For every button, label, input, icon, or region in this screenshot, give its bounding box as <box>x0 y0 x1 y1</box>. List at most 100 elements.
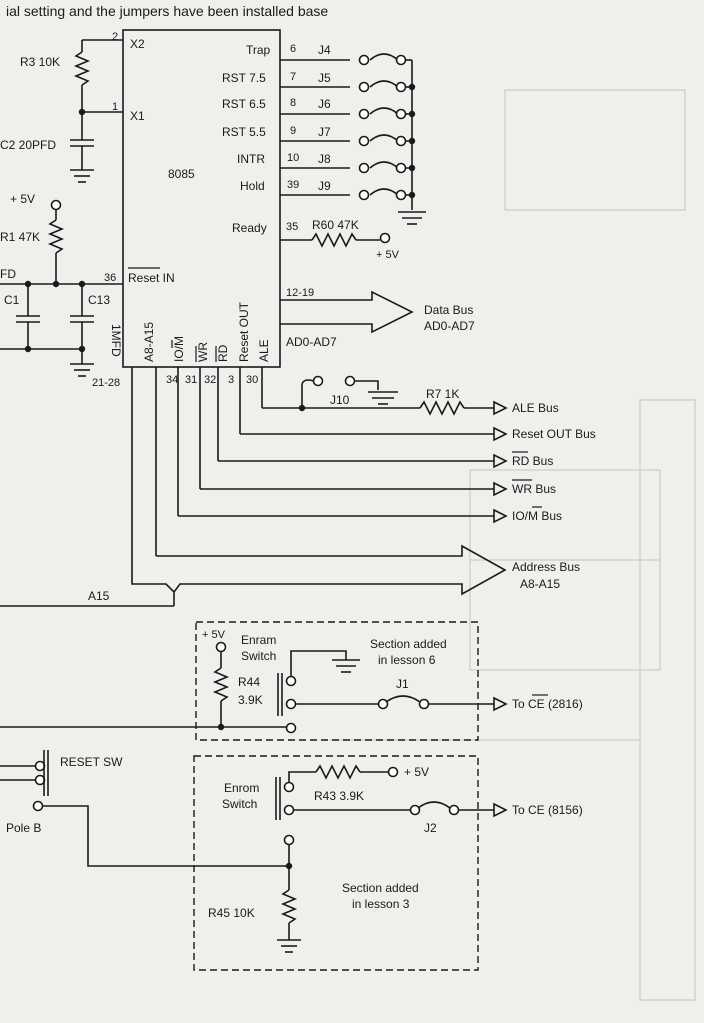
pin-wr: 31 <box>185 374 197 386</box>
rd-label: RD <box>216 344 230 362</box>
c1-label: C1 <box>4 293 20 307</box>
x2-label: X2 <box>130 37 145 51</box>
reset-circuit: + 5V R1 47K FD C1 C13 1MFD <box>0 192 123 377</box>
pin-addr: 21-28 <box>92 377 120 389</box>
c13-label: C13 <box>88 293 110 307</box>
resistor-icon <box>212 667 230 702</box>
enram-switch-label-2: Switch <box>241 649 276 663</box>
ground-icon <box>368 391 398 405</box>
reset-out-label: Reset OUT <box>237 301 251 362</box>
enrom-switch-label-1: Enrom <box>224 781 259 795</box>
r3-label: R3 10K <box>20 55 60 69</box>
data-bus-sub: AD0-AD7 <box>424 319 475 333</box>
resistor-icon <box>315 764 361 780</box>
r60-5v-label: + 5V <box>376 249 400 261</box>
int-rst65-label: RST 6.5 <box>222 97 266 111</box>
pin-reset-in: 36 <box>104 272 116 284</box>
cpu-8085: 8085 X2 X1 Reset IN Ready A8-A15 IO/M WR… <box>92 29 337 389</box>
int-hold-label: Hold <box>240 179 265 193</box>
int-rst55-pin: 9 <box>290 125 296 137</box>
enrom-switch-label-2: Switch <box>222 797 257 811</box>
pin-iom: 34 <box>166 374 178 386</box>
lesson3-label-1: Section added <box>342 881 419 895</box>
resistor-icon <box>419 400 465 416</box>
reset-out-bus-label: Reset OUT Bus <box>512 427 596 441</box>
ground-icon <box>277 939 301 953</box>
pin-reset-out: 3 <box>228 374 234 386</box>
reset-switch[interactable]: RESET SW Pole B <box>0 750 288 867</box>
r44-value: 3.9K <box>238 693 263 707</box>
x1-label: X1 <box>130 109 145 123</box>
mfd-label: 1MFD <box>109 324 123 357</box>
iom-bus-label: IO/M Bus <box>512 509 562 523</box>
j1-label: J1 <box>396 677 409 691</box>
jumper-j4-label: J4 <box>318 43 331 57</box>
r7-label: R7 1K <box>426 387 459 401</box>
to-ce-2816-label: To CE (2816) <box>512 697 583 711</box>
wr-bus-label: WR Bus <box>512 482 556 496</box>
int-rst75-pin: 7 <box>290 71 296 83</box>
r60-label: R60 47K <box>312 218 359 232</box>
ready-pullup: R60 47K + 5V <box>280 218 400 261</box>
int-intr-pin: 10 <box>287 152 299 164</box>
iom-label: IO/M <box>172 336 186 362</box>
rd-bus-label: RD Bus <box>512 454 553 468</box>
clock-circuit: R3 10K C2 20PFD <box>0 39 123 183</box>
c2-label: C2 20PFD <box>0 138 56 152</box>
background-bleed-through <box>330 89 696 1001</box>
ready-label: Ready <box>232 221 267 235</box>
data-bus-label: Data Bus <box>424 303 473 317</box>
pole-b-label: Pole B <box>6 821 41 835</box>
int-trap-label: Trap <box>246 43 271 57</box>
plus5v-label: + 5V <box>10 192 35 206</box>
control-buses: J10 R7 1K ALE Bus Reset OUT Bus RD Bus W… <box>177 367 596 524</box>
jumper-j8-label: J8 <box>318 152 331 166</box>
jumper-j6-label: J6 <box>318 97 331 111</box>
r44-label: R44 <box>238 675 260 689</box>
enram-5v-label: + 5V <box>202 629 226 641</box>
r45-label: R45 10K <box>208 906 255 920</box>
ground-icon <box>70 363 94 377</box>
lesson3-label-2: in lesson 3 <box>352 897 410 911</box>
fd-label: FD <box>0 267 16 281</box>
wr-label: WR <box>196 342 210 362</box>
data-bus-arrow: Data Bus AD0-AD7 <box>280 290 475 334</box>
reset-in-label: Reset IN <box>128 271 175 285</box>
r43-5v-label: + 5V <box>404 765 429 779</box>
reset-sw-label: RESET SW <box>60 755 123 769</box>
pin-data: 12-19 <box>286 287 314 299</box>
int-rst65-pin: 8 <box>290 97 296 109</box>
address-bus: A15 Address Bus A8-A15 <box>0 367 580 607</box>
ad-label: AD0-AD7 <box>286 335 337 349</box>
r1-label: R1 47K <box>0 230 40 244</box>
int-rst75-label: RST 7.5 <box>222 71 266 85</box>
section-lesson3: Enrom Switch + 5V R43 3.9K J2 To CE (815… <box>193 755 583 971</box>
lesson6-label-2: in lesson 6 <box>378 653 436 667</box>
address-bus-sub: A8-A15 <box>520 577 560 591</box>
resistor-icon <box>280 889 298 924</box>
resistor-icon <box>47 219 65 254</box>
enram-switch-label-1: Enram <box>241 633 276 647</box>
addr-label: A8-A15 <box>142 322 156 362</box>
ground-icon <box>398 211 426 225</box>
lesson6-label-1: Section added <box>370 637 447 651</box>
ground-icon <box>70 169 94 183</box>
int-intr-label: INTR <box>237 152 265 166</box>
a15-label: A15 <box>88 589 110 603</box>
top-cropped-text: ial setting and the jumpers have been in… <box>6 3 328 19</box>
r43-label: R43 3.9K <box>314 789 364 803</box>
pin-ale: 30 <box>246 374 258 386</box>
pin-rd: 32 <box>204 374 216 386</box>
ground-icon <box>332 659 360 673</box>
interrupt-jumpers: Trap 6 J4 RST 7.5 7 J5 RST 6.5 8 J6 RST … <box>222 43 426 225</box>
int-trap-pin: 6 <box>290 43 296 55</box>
section-lesson6: + 5V R44 3.9K Enram Switch Section added… <box>0 621 583 741</box>
jumper-j7-label: J7 <box>318 125 331 139</box>
int-rst55-label: RST 5.5 <box>222 125 266 139</box>
ale-bus-label: ALE Bus <box>512 401 559 415</box>
chip-name: 8085 <box>168 167 195 181</box>
to-ce-8156-label: To CE (8156) <box>512 803 583 817</box>
pin-x2: 2 <box>112 31 118 43</box>
resistor-icon <box>311 232 357 248</box>
